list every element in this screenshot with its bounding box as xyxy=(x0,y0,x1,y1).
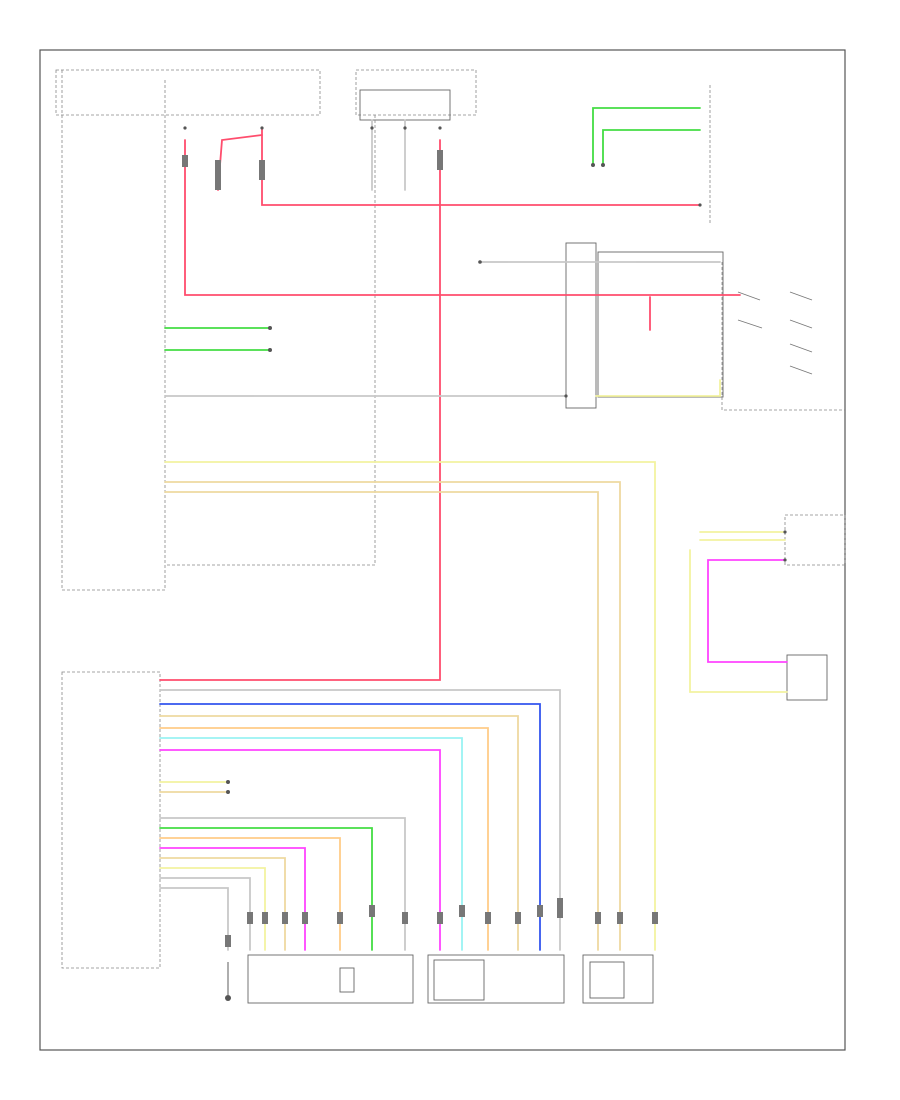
wire-tan-brake-ref xyxy=(164,481,621,951)
clockspring-block xyxy=(565,242,597,409)
wire-magenta-throttle xyxy=(159,847,306,951)
wire-red-ecm-feed xyxy=(159,139,441,681)
wire-yellow-range-switch xyxy=(689,549,788,693)
wire-blue-ecm-apps xyxy=(159,703,541,951)
wire-tan-throttle xyxy=(159,857,286,951)
fuse-box xyxy=(359,89,451,121)
wire-tan-ecm-ref xyxy=(159,715,519,951)
wire-gray-throttle-2 xyxy=(159,877,251,951)
transmission-control-module xyxy=(784,514,846,566)
wire-gray-throttle-ground xyxy=(159,887,229,951)
wire-red-bcm-feed xyxy=(184,139,741,296)
wire-yellow-brake-signal xyxy=(164,461,656,951)
wire-red-cruise-feed xyxy=(261,129,701,206)
wire-magenta-range-switch xyxy=(707,559,788,663)
engine-control-module-outline xyxy=(61,671,161,969)
ground-icon xyxy=(225,962,231,1001)
wire-yellow-steering xyxy=(595,379,721,397)
switch-icon xyxy=(737,291,813,375)
wire-red-cruise-switch xyxy=(217,134,263,191)
range-selector-switch xyxy=(786,654,828,701)
wire-gray-throttle-1 xyxy=(159,817,406,951)
steering-controls-outline xyxy=(721,262,845,411)
steering-wheel-switch-block xyxy=(597,251,724,398)
brake-pedal-sensor xyxy=(582,954,654,1004)
connector-icon xyxy=(183,126,787,1001)
fuse-block-right xyxy=(355,69,477,116)
accelerator-pedal-sensor xyxy=(427,954,565,1004)
throttle-actuator-module xyxy=(247,954,414,1004)
wire-cyan-ecm-signal xyxy=(159,737,463,951)
fuse-block-left xyxy=(55,69,321,116)
wire-orange-ecm-signal xyxy=(159,727,489,951)
wire-gray-ecm-1 xyxy=(159,689,561,951)
brake-pedal-inner xyxy=(589,961,625,999)
wire-tan-brake-low xyxy=(164,491,599,951)
throttle-motor xyxy=(339,967,355,993)
body-control-module-outline xyxy=(61,70,376,591)
wire-green-cluster-low xyxy=(602,129,701,166)
diagram-frame xyxy=(39,49,846,1051)
accelerator-pedal-inner xyxy=(433,959,485,1001)
wire-magenta-ecm-signal xyxy=(159,749,441,951)
bottom-connector-row xyxy=(182,150,658,947)
wire-green-cluster-high xyxy=(592,107,701,166)
